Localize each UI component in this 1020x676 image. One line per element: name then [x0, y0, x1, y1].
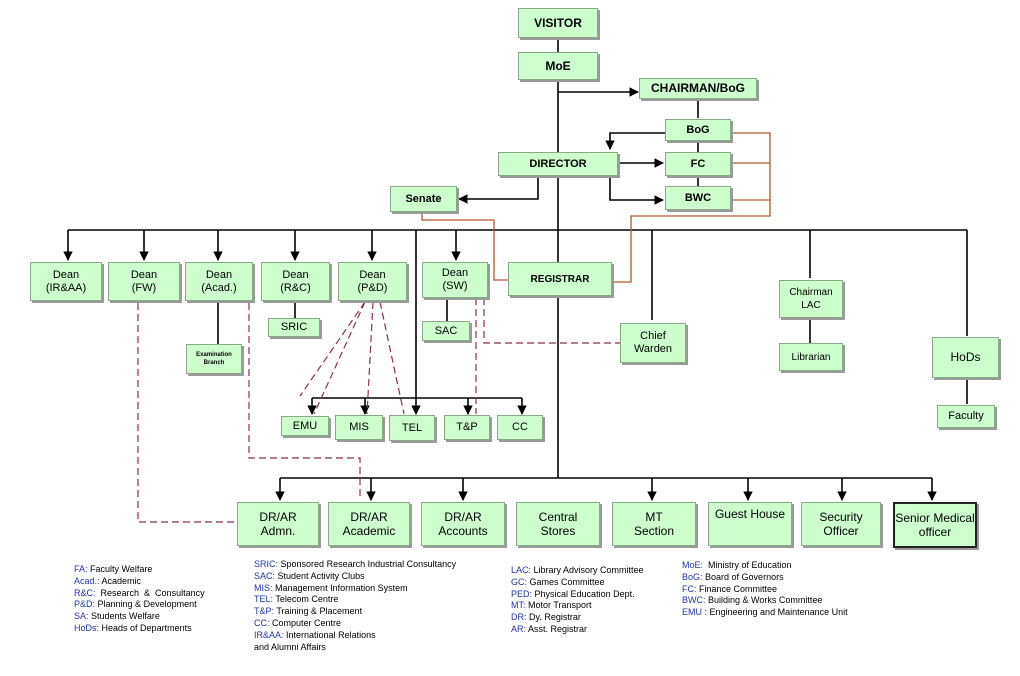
node-security-officer: Security Officer — [801, 502, 881, 546]
legend-col-3: LAC: Library Advisory Committee GC: Game… — [511, 565, 681, 636]
legend-item: LAC: Library Advisory Committee — [511, 565, 644, 575]
node-dean-pd: Dean (P&D) — [338, 262, 407, 301]
node-emu: EMU — [281, 416, 329, 436]
node-chairman-lac: Chairman LAC — [779, 280, 843, 318]
node-chief-warden: Chief Warden — [620, 323, 686, 363]
node-guest-house: Guest House — [708, 502, 792, 546]
legend-item: HoDs: Heads of Departments — [74, 622, 192, 633]
legend-item: Acad.: Academic — [74, 575, 142, 586]
node-dean-iraa: Dean (IR&AA) — [30, 262, 102, 301]
node-dean-rc: Dean (R&C) — [261, 262, 330, 301]
legend-item: CC: Computer Centre — [254, 617, 342, 628]
node-examination-branch: Examination Branch — [186, 344, 242, 374]
legend-item: MIS: Management Information System — [254, 582, 408, 593]
node-registrar: REGISTRAR — [508, 262, 612, 296]
legend-col-4: MoE: Ministry of Education BoG: Board of… — [682, 560, 912, 619]
node-central-stores: Central Stores — [516, 502, 600, 546]
node-visitor: VISITOR — [518, 8, 598, 38]
legend-item: P&D: Planning & Development — [74, 599, 197, 610]
node-faculty: Faculty — [937, 405, 995, 428]
node-hods: HoDs — [932, 337, 999, 378]
node-bwc: BWC — [665, 186, 731, 210]
node-dean-fw: Dean (FW) — [108, 262, 180, 301]
legend-item: PED: Physical Education Dept. — [511, 588, 635, 599]
node-senior-medical-officer: Senior Medical officer — [893, 502, 977, 548]
node-senate: Senate — [390, 186, 457, 212]
node-director: DIRECTOR — [498, 152, 618, 176]
legend-item: BoG: Board of Governors — [682, 571, 784, 582]
legend-item: SAC: Student Activity Clubs — [254, 570, 365, 581]
node-fc: FC — [665, 152, 731, 176]
node-sric: SRIC — [268, 318, 320, 337]
legend-item: FA: Faculty Welfare — [74, 564, 153, 574]
node-moe: MoE — [518, 52, 598, 80]
legend-col-1: FA: Faculty Welfare Acad.: Academic R&C:… — [74, 564, 244, 635]
legend-item: DR: Dy. Registrar — [511, 612, 581, 623]
legend-item: FC: Finance Committee — [682, 583, 778, 594]
legend-item: IR&AA: International Relations — [254, 629, 376, 640]
legend-item: MoE: Ministry of Education — [682, 560, 792, 570]
node-chairman-bog: CHAIRMAN/BoG — [639, 78, 757, 99]
legend-col-2: SRIC: Sponsored Research Industrial Cons… — [254, 559, 504, 653]
node-librarian: Librarian — [779, 343, 843, 371]
legend-item: GC: Games Committee — [511, 576, 605, 587]
node-cc: CC — [497, 415, 543, 440]
legend-item: TEL: Telecom Centre — [254, 594, 339, 605]
node-dean-acad: Dean (Acad.) — [185, 262, 253, 301]
node-bog: BoG — [665, 119, 731, 141]
legend-item: SA: Students Welfare — [74, 611, 160, 622]
legend-item: SRIC: Sponsored Research Industrial Cons… — [254, 559, 457, 569]
node-dean-sw: Dean (SW) — [422, 262, 488, 298]
node-dr-ar-admn: DR/AR Admn. — [237, 502, 319, 546]
legend-item: T&P: Training & Placement — [254, 606, 363, 617]
node-sac: SAC — [422, 321, 470, 341]
legend-item: BWC: Building & Works Committee — [682, 595, 823, 606]
node-dr-ar-academic: DR/AR Academic — [328, 502, 410, 546]
node-dr-ar-accounts: DR/AR Accounts — [421, 502, 505, 546]
legend-item: MT: Motor Transport — [511, 600, 592, 611]
node-mis: MIS — [335, 415, 383, 440]
node-tp: T&P — [444, 415, 490, 440]
legend-item: EMU : Engineering and Maintenance Unit — [682, 607, 848, 618]
node-mt-section: MT Section — [612, 502, 696, 546]
legend-item: and Alumni Affairs — [254, 641, 326, 652]
node-tel: TEL — [389, 415, 435, 441]
legend-item: AR: Asst. Registrar — [511, 623, 588, 634]
legend-item: R&C: Research & Consultancy — [74, 587, 205, 598]
